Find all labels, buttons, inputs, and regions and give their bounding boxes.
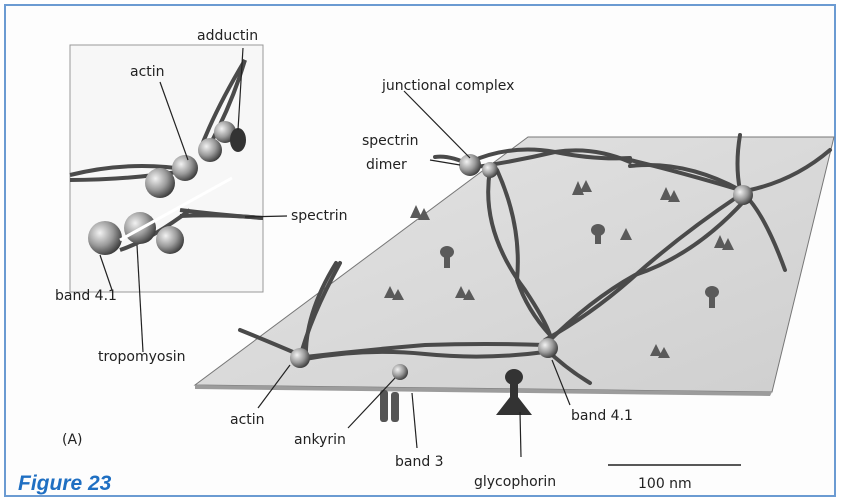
label-spectrin-dimer-line2: dimer [366, 157, 407, 173]
label-spectrin-dimer-line1: spectrin [362, 133, 419, 149]
label-glycophorin: glycophorin [474, 474, 556, 490]
panel-label: (A) [62, 432, 83, 448]
label-band3: band 3 [395, 454, 444, 470]
label-band41-inset: band 4.1 [55, 288, 117, 304]
label-adductin: adductin [197, 28, 258, 44]
band3-protein [380, 390, 399, 422]
label-tropomyosin: tropomyosin [98, 349, 186, 365]
label-actin-inset: actin [130, 64, 165, 80]
scale-bar-label: 100 nm [638, 476, 692, 492]
label-actin: actin [230, 412, 265, 428]
label-spectrin: spectrin [291, 208, 348, 224]
figure-caption: Figure 23 [18, 472, 112, 495]
label-junctional-complex: junctional complex [381, 78, 514, 94]
label-ankyrin: ankyrin [294, 432, 346, 448]
label-band41: band 4.1 [571, 408, 633, 424]
